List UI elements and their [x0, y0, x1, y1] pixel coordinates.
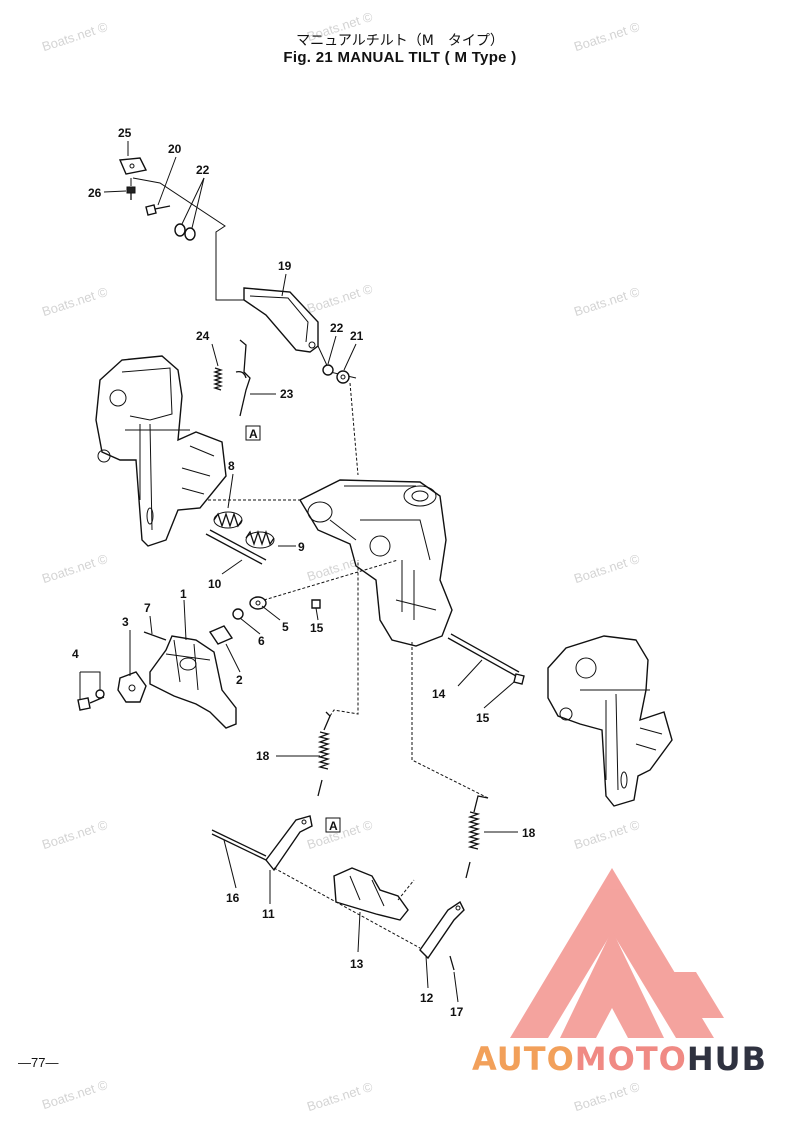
- callout-18: 18: [522, 826, 536, 840]
- callout-12: 12: [420, 991, 434, 1005]
- callout-24: 24: [196, 329, 210, 343]
- logo-text-auto: AUTO: [472, 1040, 575, 1078]
- plate-13: [333, 867, 409, 921]
- callout-2: 2: [236, 673, 243, 687]
- spring-24: [212, 367, 224, 391]
- bolt-20: [145, 204, 171, 216]
- rod-16: [211, 829, 267, 861]
- washer-4: [95, 689, 105, 699]
- automotohub-logo-text: AUTOMOTOHUB: [472, 1040, 767, 1078]
- callout-4: 4: [72, 647, 79, 661]
- callout-10: 10: [208, 577, 222, 591]
- tilt-lever-19: [243, 287, 319, 353]
- page-number: —77—: [18, 1055, 59, 1070]
- lock-plate-25: [118, 157, 148, 175]
- callout-22: 22: [330, 321, 344, 335]
- pin-17: [449, 955, 455, 971]
- right-clamp-bracket: [547, 635, 673, 807]
- washers-22: [174, 223, 196, 241]
- swivel-bracket: [299, 479, 453, 647]
- callout-8: 8: [228, 459, 235, 473]
- callout-5: 5: [282, 620, 289, 634]
- left-stern-bracket: [95, 355, 227, 547]
- clip-15-left: [311, 599, 321, 609]
- callout-9: 9: [298, 540, 305, 554]
- callout-26: 26: [88, 186, 102, 200]
- callout-16: 16: [226, 891, 240, 905]
- figure-title: Fig. 21 MANUAL TILT ( M Type ): [283, 49, 517, 66]
- callout-18: 18: [256, 749, 270, 763]
- bush-6: [232, 608, 244, 620]
- spring-23: [235, 339, 251, 417]
- plate-3: [117, 671, 147, 703]
- callout-15: 15: [476, 711, 490, 725]
- figure-title-japanese: マニュアルチルト（M タイプ）: [296, 33, 504, 49]
- link-11: [265, 815, 313, 872]
- logo-text-moto: MOTO: [574, 1040, 687, 1078]
- tilt-lock-lever-1: [149, 635, 237, 729]
- reference-label-a: A: [249, 427, 258, 441]
- pin-7: [143, 631, 167, 641]
- automotohub-logo-mark: [510, 868, 724, 1038]
- callout-21: 21: [350, 329, 364, 343]
- clip-15-right: [513, 673, 525, 685]
- callout-15: 15: [310, 621, 324, 635]
- callout-25: 25: [118, 126, 132, 140]
- spring-9: [245, 529, 275, 549]
- link-12: [419, 900, 465, 960]
- callout-3: 3: [122, 615, 129, 629]
- spring-8: [213, 511, 243, 529]
- reference-label-a: A: [329, 819, 338, 833]
- logo-text-hub: HUB: [686, 1040, 768, 1078]
- reference-box-a-lower: A: [325, 817, 341, 833]
- callout-11: 11: [262, 907, 275, 921]
- nut-21: [336, 370, 350, 384]
- callout-17: 17: [450, 1005, 464, 1019]
- tilt-shaft-14: [447, 633, 520, 677]
- callout-14: 14: [432, 687, 446, 701]
- spring-18-right: [465, 795, 489, 879]
- screw-26: [126, 186, 136, 200]
- callout-23: 23: [280, 387, 294, 401]
- callout-13: 13: [350, 957, 364, 971]
- callout-19: 19: [278, 259, 292, 273]
- callout-6: 6: [258, 634, 265, 648]
- washer-22b: [322, 364, 334, 376]
- callout-1: 1: [180, 587, 187, 601]
- spring-18-left: [317, 711, 331, 797]
- pin-2: [208, 625, 234, 645]
- reference-box-a-upper: A: [245, 425, 261, 441]
- bolt-4: [77, 696, 105, 711]
- callout-7: 7: [144, 601, 151, 615]
- leader-lines: [103, 141, 518, 1003]
- callout-22: 22: [196, 163, 210, 177]
- shaft-10: [205, 529, 267, 565]
- callout-20: 20: [168, 142, 182, 156]
